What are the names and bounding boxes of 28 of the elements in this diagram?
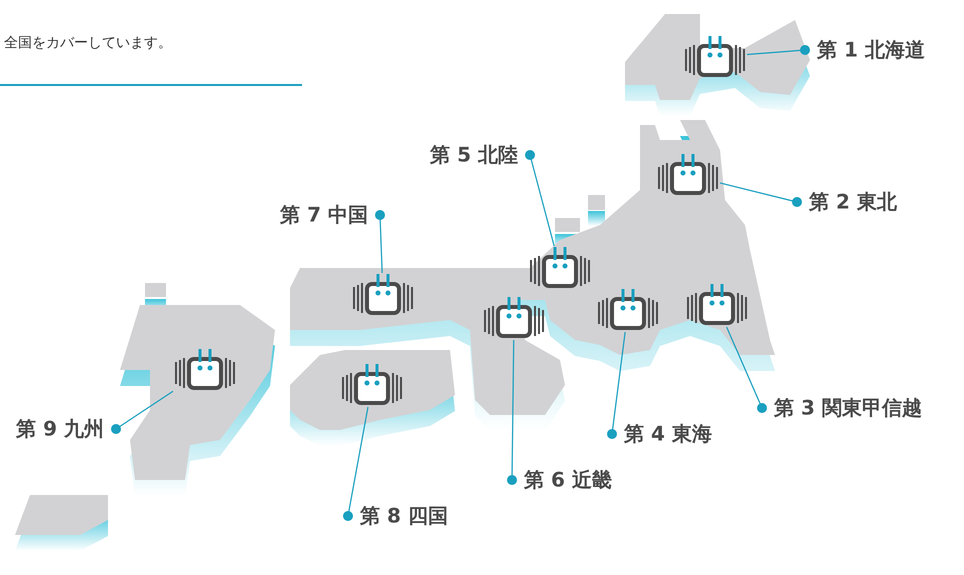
leader-line (111, 390, 174, 434)
leader-line (343, 406, 369, 521)
leader-line (607, 332, 626, 439)
region-label: 第 7 中国 (280, 202, 380, 228)
leader-line (507, 340, 517, 485)
monitor-icon (528, 246, 592, 290)
leader-line (746, 45, 810, 56)
monitor-icon (482, 296, 546, 340)
monitor-icon (596, 288, 660, 332)
region-label: 第 1 北海道 (805, 36, 925, 64)
region-label: 第 3 関東甲信越 (762, 394, 922, 422)
region-label: 第 2 東北 (797, 188, 897, 216)
leader-line (726, 326, 767, 413)
region-label: 第 9 九州 (16, 416, 116, 442)
monitor-icon (685, 283, 749, 327)
leader-line (375, 210, 385, 274)
region-label: 第 5 北陸 (430, 142, 530, 168)
monitor-icon (656, 153, 720, 197)
leader-line (525, 150, 555, 246)
monitor-icon (683, 35, 747, 79)
heading: 全国をカバーしています。 (4, 34, 172, 52)
monitor-icon (340, 363, 404, 407)
region-label: 第 6 近畿 (512, 466, 612, 494)
monitor-icon (351, 273, 415, 317)
leader-line (720, 182, 802, 207)
monitor-icon (173, 348, 237, 392)
region-label: 第 8 四国 (348, 502, 448, 530)
region-label: 第 4 東海 (612, 420, 712, 448)
